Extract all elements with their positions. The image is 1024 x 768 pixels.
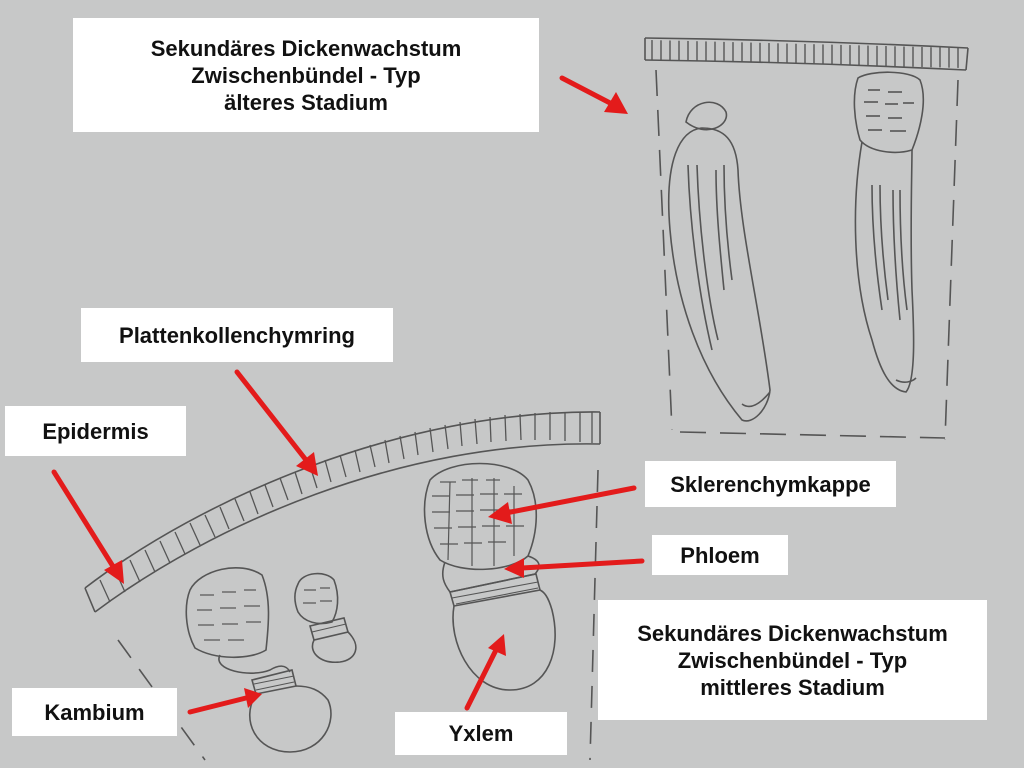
label-kambium-text: Kambium	[44, 699, 145, 725]
label-epidermis-text: Epidermis	[42, 418, 149, 444]
label-plattenkollenchymring-text: Plattenkollenchymring	[119, 322, 355, 348]
arrows	[51, 75, 645, 715]
label-sklerenchymkappe-text: Sklerenchymkappe	[670, 471, 871, 497]
arrow-plattenkollenchymring	[234, 369, 318, 476]
title-older-line1: Sekundäres Dickenwachstum	[150, 35, 462, 61]
title-older-line2: Zwischenbündel - Typ	[191, 62, 421, 88]
arrow-sklerenchymkappe	[488, 485, 637, 524]
arrow-phloem	[504, 558, 645, 578]
label-sklerenchymkappe: Sklerenchymkappe	[645, 461, 896, 507]
title-middle-line1: Sekundäres Dickenwachstum	[637, 620, 948, 646]
label-phloem: Phloem	[652, 535, 788, 575]
title-middle-line2: Zwischenbündel - Typ	[677, 647, 908, 673]
title-older-line3: älteres Stadium	[224, 89, 388, 115]
arrow-epidermis	[51, 469, 124, 584]
older-stage-drawing	[644, 37, 969, 441]
label-yxlem-text: Yxlem	[448, 721, 514, 746]
label-epidermis: Epidermis	[5, 406, 186, 456]
label-plattenkollenchymring: Plattenkollenchymring	[81, 308, 393, 362]
title-middle-stage: Sekundäres Dickenwachstum Zwischenbündel…	[598, 600, 987, 720]
label-kambium: Kambium	[12, 688, 177, 736]
label-phloem-text: Phloem	[680, 542, 760, 568]
title-middle-line3: mittleres Stadium	[700, 674, 885, 700]
label-yxlem: Yxlem	[395, 712, 567, 755]
arrow-yxlem	[464, 634, 506, 711]
arrow-kambium	[187, 688, 262, 715]
title-older-stage: Sekundäres Dickenwachstum Zwischenbündel…	[73, 18, 539, 132]
arrow-title-older	[559, 75, 628, 114]
